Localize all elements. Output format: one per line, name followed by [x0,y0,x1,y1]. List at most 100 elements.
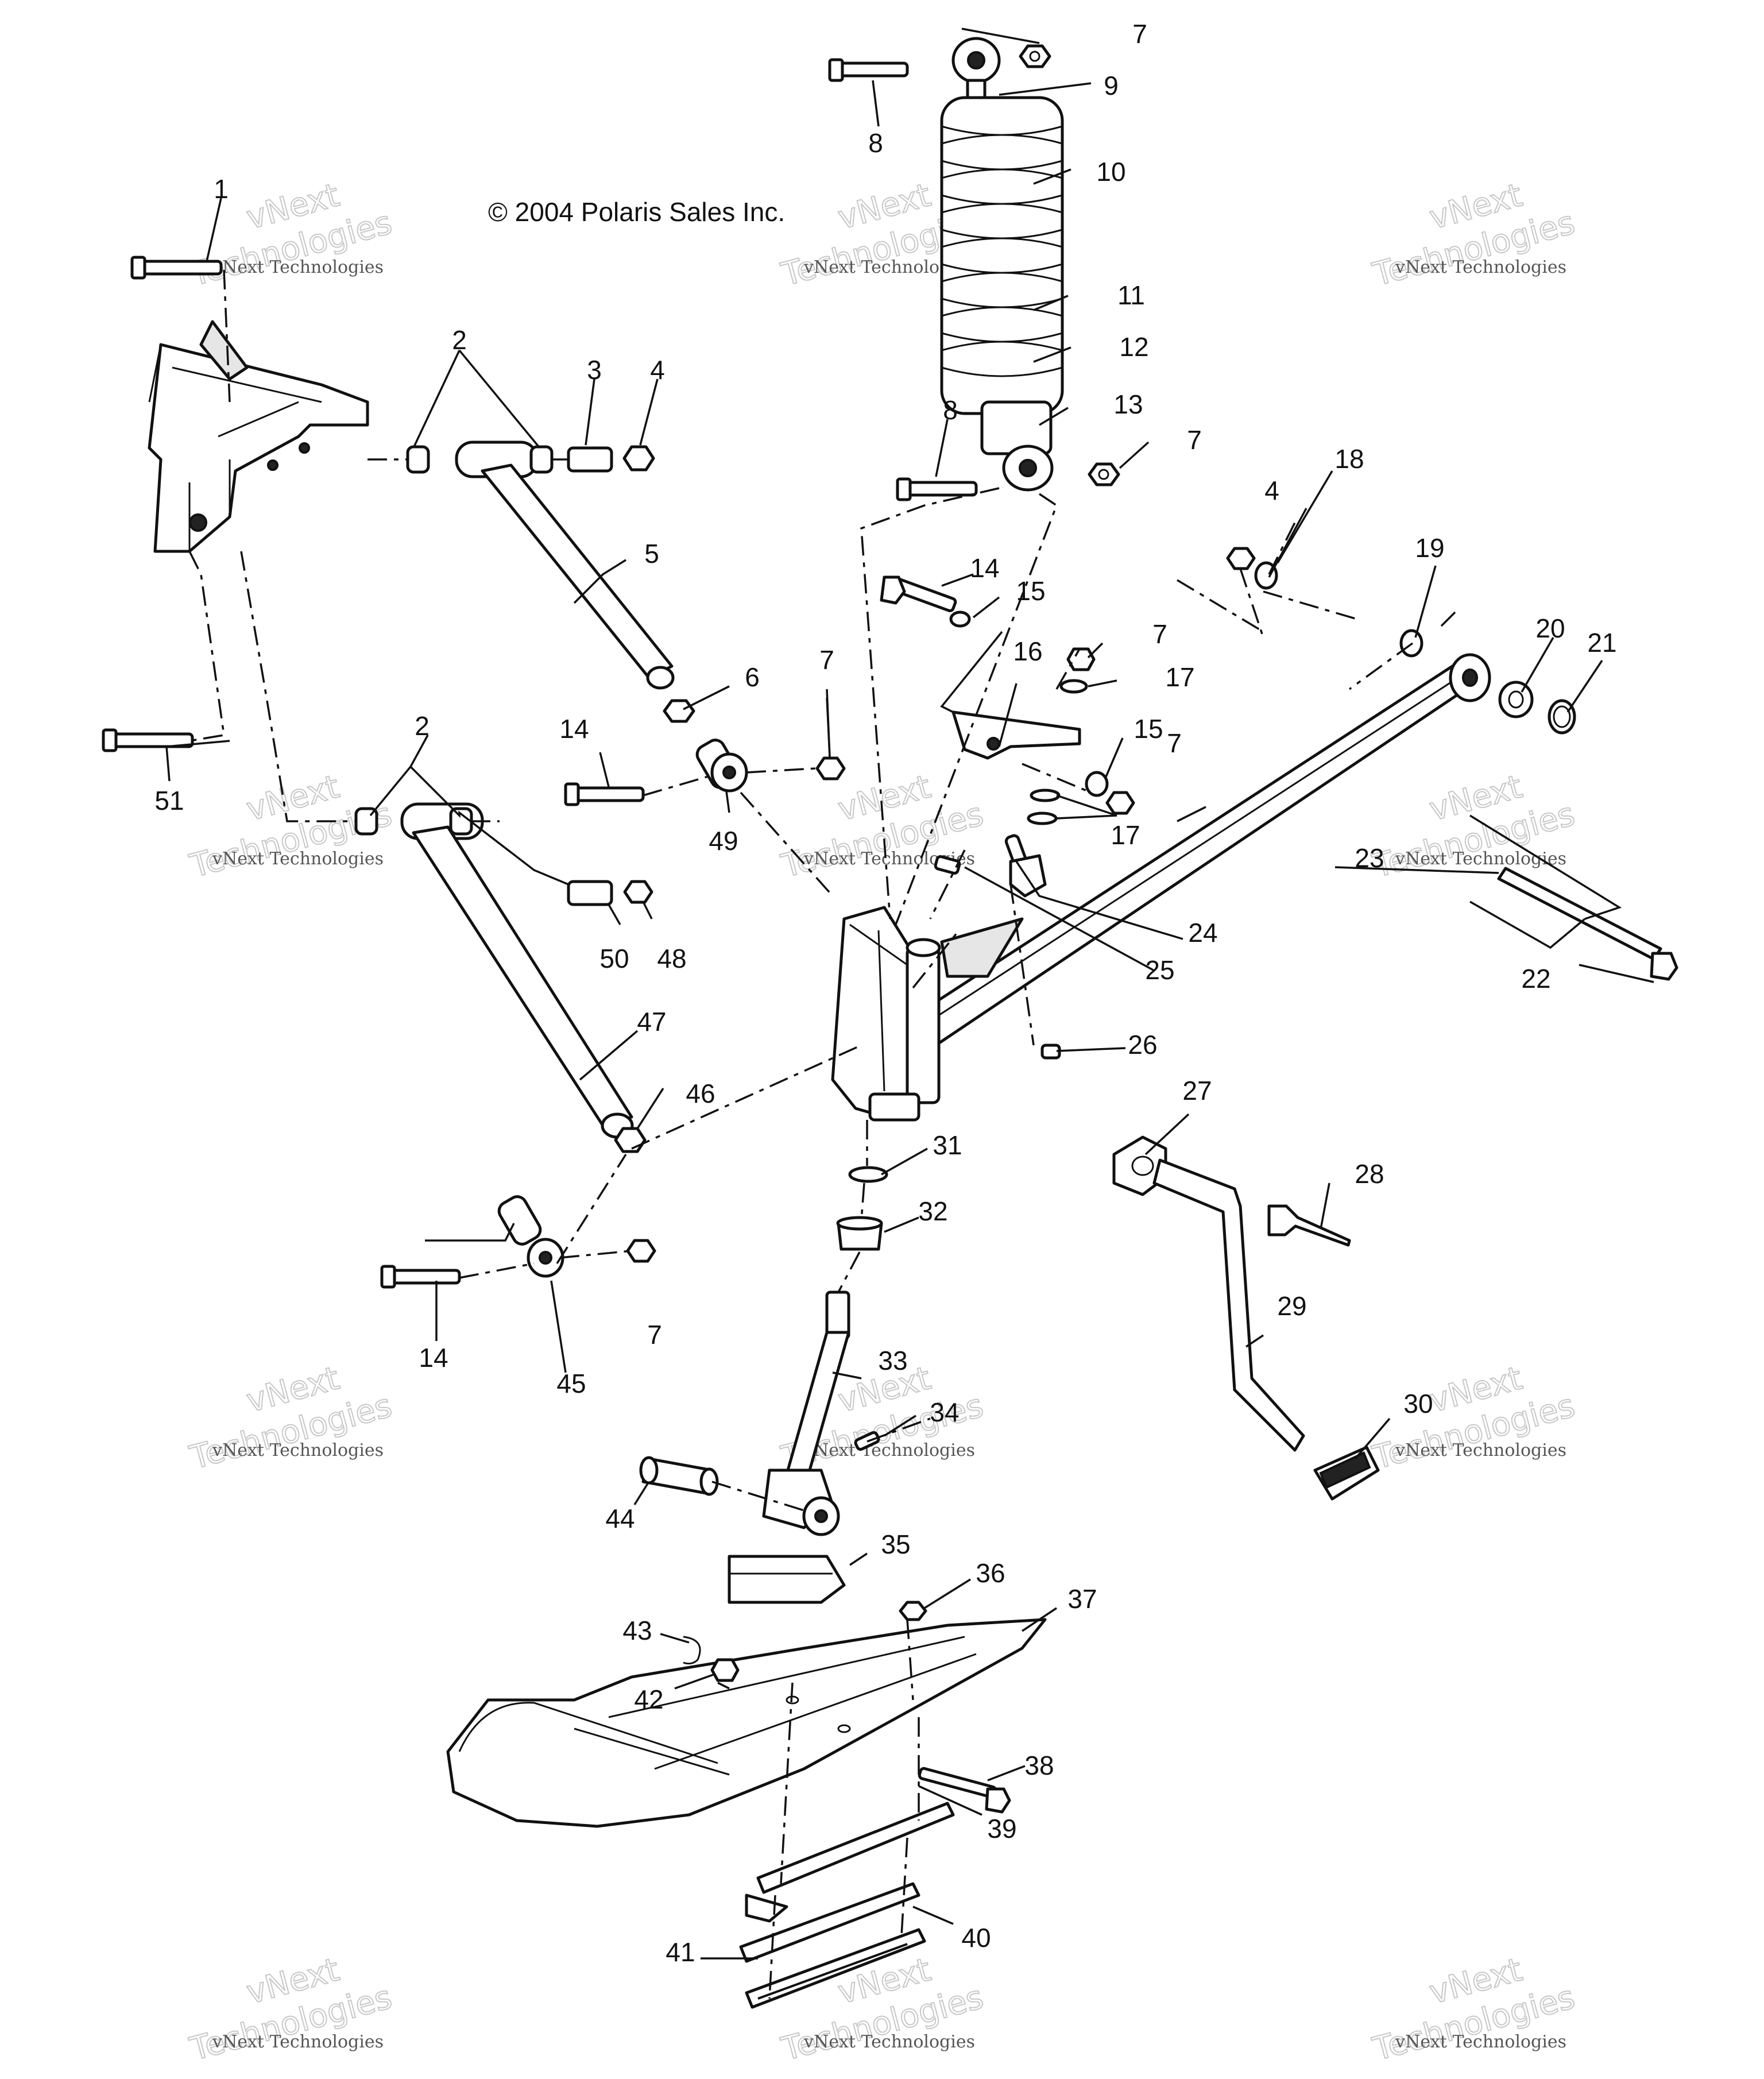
callout-17: 17 [1111,820,1140,850]
callout-labels: 1 2 3 4 5 6 7 7 7 7 7 7 8 8 9 10 11 12 1… [154,19,1616,1967]
watermark-caption: vNext Technologies [1395,1440,1566,1460]
watermark-caption: vNext Technologies [1395,849,1566,869]
callout-16: 16 [1013,636,1042,666]
callout-41: 41 [666,1937,695,1967]
nut [1226,547,1256,570]
leader-lines [165,28,1654,1960]
callout-28: 28 [1355,1159,1384,1189]
callout-32: 32 [918,1196,947,1226]
callout-13: 13 [1113,389,1143,419]
through-bolt [1497,867,1678,981]
lower-control-arm [400,802,634,1139]
callout-4: 4 [1264,476,1279,505]
bolt [564,782,645,806]
callout-38: 38 [1024,1750,1054,1780]
ski [446,1618,1047,1828]
shock-top-bolt [828,58,909,82]
watermark-caption: vNext Technologies [212,1440,384,1460]
callout-22: 22 [1521,964,1550,994]
ski-nut [899,1601,927,1621]
callout-34: 34 [930,1397,959,1427]
bolt [380,1265,461,1289]
callout-25: 25 [1145,955,1174,985]
spindle-housing [831,906,941,1122]
watermark-caption: vNext Technologies [803,1440,975,1460]
nut [626,1239,656,1263]
callout-23: 23 [1355,843,1384,873]
sleeve [567,446,613,473]
callout-7: 7 [1167,728,1182,758]
callout-9: 9 [1104,71,1119,101]
carbide-runner [745,1928,926,2009]
callout-39: 39 [987,1814,1016,1844]
callout-4: 4 [650,355,665,385]
callout-7: 7 [1187,425,1202,455]
ski-saddle [728,1555,846,1604]
shock-absorber [940,37,1064,492]
callout-10: 10 [1096,157,1125,187]
callout-15: 15 [1016,576,1045,606]
nut [1066,647,1096,671]
grease-zerk [934,855,961,875]
washer [1085,771,1109,797]
steering-bracket [951,710,1081,760]
shock-top-nut [1019,44,1051,68]
callout-33: 33 [878,1346,907,1375]
watermark-caption: vNext Technologies [212,849,384,869]
callout-40: 40 [961,1923,991,1953]
callout-20: 20 [1535,613,1565,643]
callout-47: 47 [637,1007,666,1037]
jam-nut [663,699,695,723]
assembly-lines [188,269,1460,1999]
steering-arm [1152,1158,1305,1452]
bushing [354,807,473,836]
callout-35: 35 [881,1529,910,1559]
callout-37: 37 [1067,1584,1097,1614]
nut [815,756,846,780]
callout-7: 7 [1132,19,1147,49]
callout-31: 31 [933,1130,962,1160]
frame-bolt [102,728,194,752]
callout-30: 30 [1403,1389,1433,1419]
bolt [880,575,957,612]
callout-29: 29 [1277,1291,1306,1321]
callout-2: 2 [452,325,467,355]
callout-49: 49 [709,826,738,856]
steering-handle [1313,1446,1380,1501]
jam-nut [614,1127,647,1153]
watermark-caption: vNext Technologies [1395,2032,1566,2052]
nut [1105,791,1135,815]
callout-7: 7 [819,645,834,675]
callout-42: 42 [634,1684,663,1714]
callout-5: 5 [644,539,659,569]
ski-bolt [918,1767,1011,1814]
frame-bolt [130,256,223,280]
callout-51: 51 [154,786,184,816]
callout-2: 2 [415,711,430,741]
spindle [762,1290,850,1536]
watermark-caption: vNext Technologies [1395,257,1566,277]
callout-1: 1 [214,174,229,204]
ski-skag [745,1893,788,1923]
callout-6: 6 [745,662,760,692]
frame-bracket [148,320,369,553]
callout-18: 18 [1334,444,1364,474]
shock-bottom-nut [1088,462,1120,486]
washer [1027,789,1061,825]
callout-8: 8 [868,128,883,158]
callout-7: 7 [1152,619,1167,649]
watermark-caption: vNext Technologies [212,2032,384,2052]
rod-end [497,1195,564,1278]
washer [949,610,971,628]
washer [710,1658,740,1682]
washer [1059,679,1088,694]
callout-50: 50 [599,944,629,973]
nut [623,880,653,904]
cotter-pin [683,1636,701,1665]
callout-14: 14 [970,553,999,583]
copyright-text: © 2004 Polaris Sales Inc. [488,197,785,227]
callout-43: 43 [622,1616,652,1645]
steering-pin [1267,1204,1351,1247]
callout-14: 14 [559,714,589,744]
spacer [1498,681,1534,718]
